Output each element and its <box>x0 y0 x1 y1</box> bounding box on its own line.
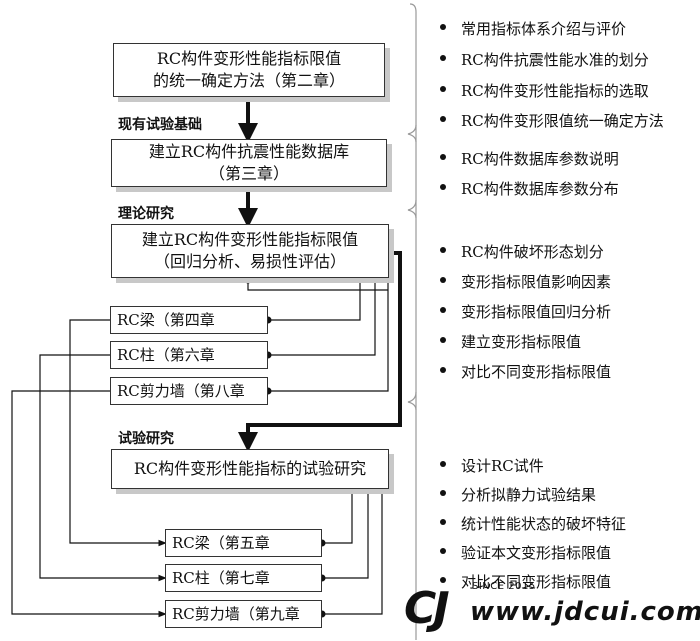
box-chapter3-line1: 建立RC构件抗震性能数据库 <box>148 142 350 161</box>
box-wall-ch8: RC剪力墙（第八章 <box>110 377 268 405</box>
box-beam-ch4: RC梁（第四章 <box>110 306 268 334</box>
box-limit-line2: （回归分析、易损性评估） <box>153 252 346 271</box>
box-chapter2-line2: 的统一确定方法（第二章） <box>152 71 345 90</box>
box-chapter2: RC构件变形性能指标限值 的统一确定方法（第二章） <box>113 43 385 97</box>
bullet-item: RC构件数据库参数说明 <box>440 148 619 169</box>
bullet-item: 验证本文变形指标限值 <box>440 542 611 563</box>
bullet-item: 变形指标限值回归分析 <box>440 301 611 322</box>
loop-beam <box>69 319 167 547</box>
box-beam-ch5: RC梁（第五章 <box>165 529 322 557</box>
watermark-url: www.jdcui.com <box>470 597 700 627</box>
watermark-since: SINCE 2015 <box>472 581 536 592</box>
section-experiment: 试验研究 <box>118 431 174 447</box>
box-wall-ch9: RC剪力墙（第九章 <box>165 600 322 628</box>
box-test: RC构件变形性能指标的试验研究 <box>111 449 389 489</box>
watermark-logo: CJ SINCE 2015 www.jdcui.com <box>404 577 700 637</box>
watermark-cj: CJ <box>404 583 450 634</box>
box-chapter3: 建立RC构件抗震性能数据库 （第三章） <box>111 139 387 187</box>
bullet-item: 对比不同变形指标限值 <box>440 571 611 592</box>
bullet-item: 变形指标限值影响因素 <box>440 271 611 292</box>
loop-col <box>39 354 167 582</box>
box-column-ch6: RC柱（第六章 <box>110 341 268 369</box>
link-beam4 <box>268 280 361 321</box>
bullet-item: RC构件变形性能指标的选取 <box>440 80 649 101</box>
bullet-item: RC构件破坏形态划分 <box>440 241 604 262</box>
link-wall9 <box>322 490 383 615</box>
box-chapter2-line1: RC构件变形性能指标限值 <box>156 49 342 68</box>
link-wall8 <box>268 280 389 392</box>
bullet-item: 对比不同变形指标限值 <box>440 361 611 382</box>
section-existing: 现有试验基础 <box>118 117 202 133</box>
section-theory: 理论研究 <box>118 206 174 222</box>
bullet-item: RC构件抗震性能水准的划分 <box>440 49 649 70</box>
box-limit-line1: 建立RC构件变形性能指标限值 <box>141 230 359 249</box>
right-bracket <box>409 3 417 640</box>
bullet-item: 设计RC试件 <box>440 455 544 476</box>
bullet-item: 分析拟静力试验结果 <box>440 484 596 505</box>
bullet-item: RC构件数据库参数分布 <box>440 178 619 199</box>
box-test-line1: RC构件变形性能指标的试验研究 <box>133 459 367 478</box>
link-col6 <box>268 280 376 356</box>
bullet-item: 建立变形指标限值 <box>440 331 581 352</box>
loop-wall <box>11 390 167 618</box>
arrow-limit-to-test <box>238 251 402 452</box>
bullet-item: 统计性能状态的破坏特征 <box>440 513 626 534</box>
box-limit: 建立RC构件变形性能指标限值 （回归分析、易损性评估） <box>111 224 389 278</box>
bullet-item: RC构件变形限值统一确定方法 <box>440 110 664 131</box>
box-chapter3-line2: （第三章） <box>208 164 289 183</box>
link-col7 <box>322 490 369 579</box>
bullet-item: 常用指标体系介绍与评价 <box>440 18 626 39</box>
link-beam5 <box>322 490 353 544</box>
box-column-ch7: RC柱（第七章 <box>165 564 322 592</box>
